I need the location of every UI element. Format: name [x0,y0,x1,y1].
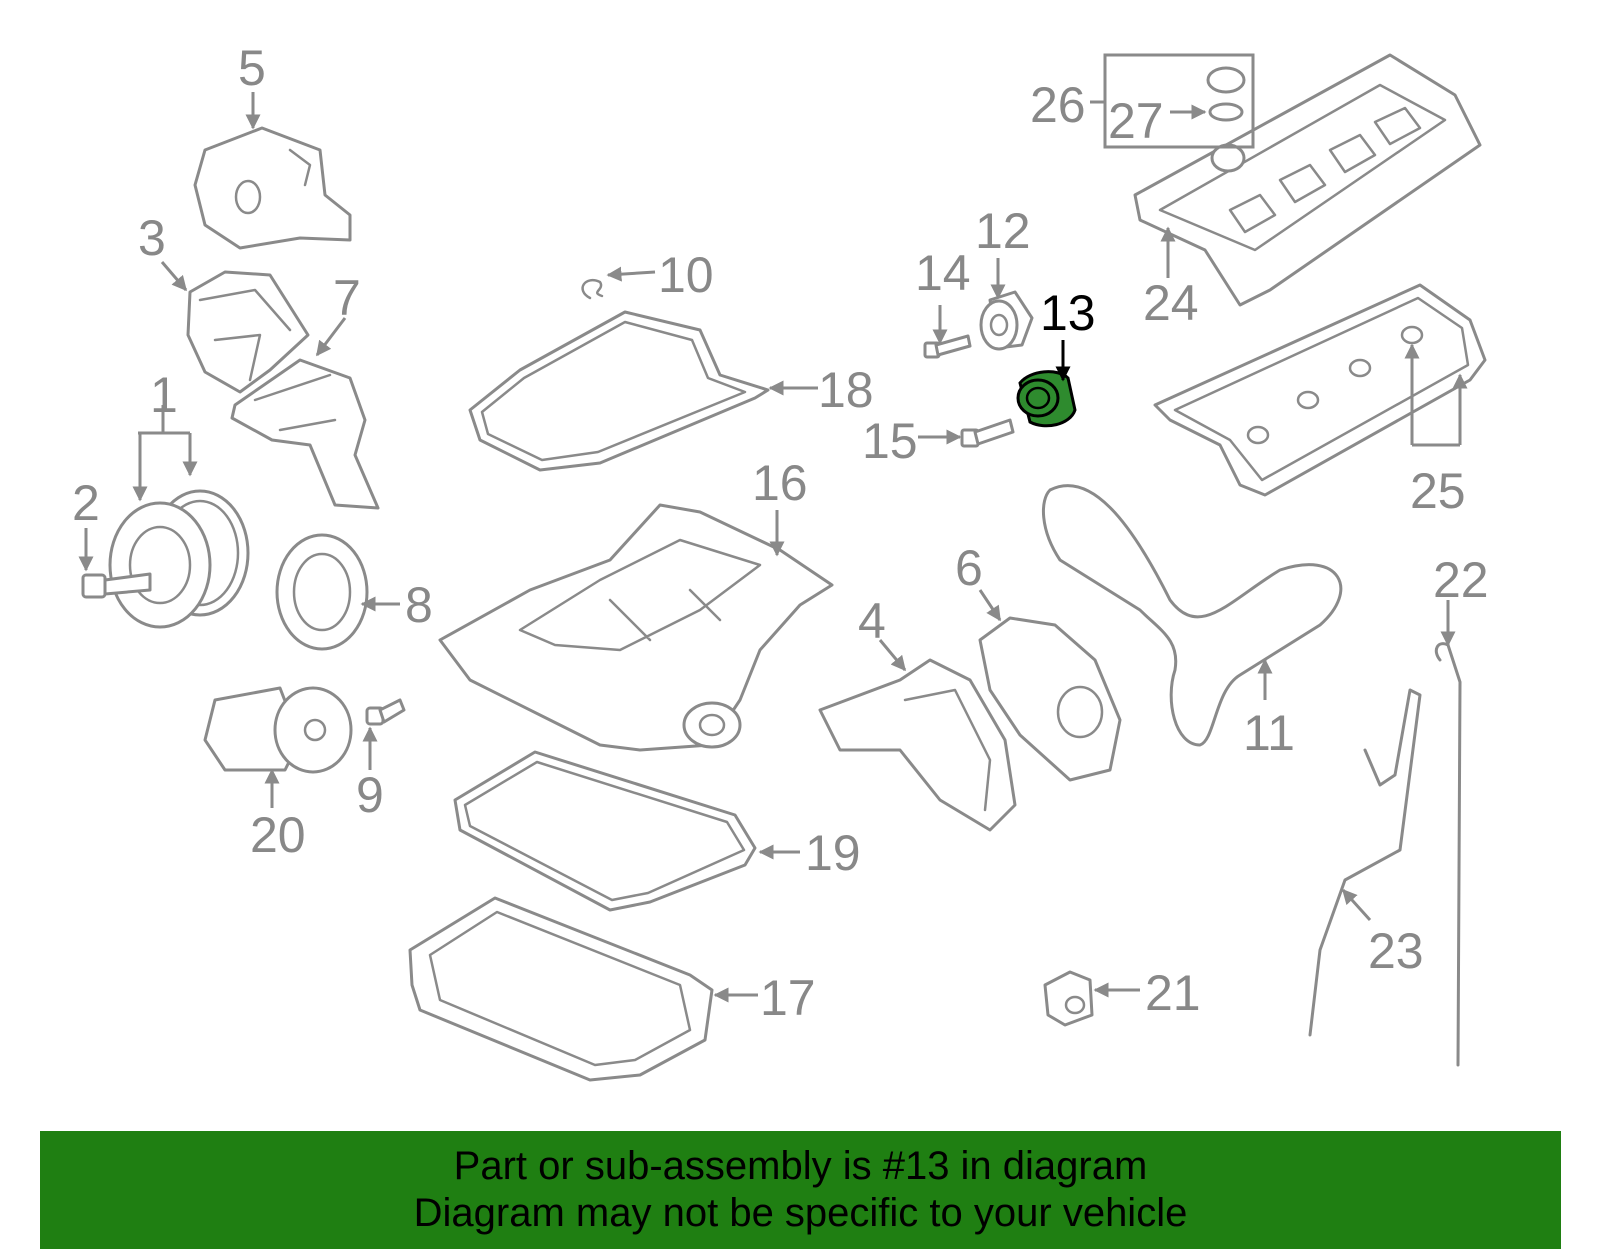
part-3-cover [186,270,310,394]
callout-27: 27 [1108,93,1164,149]
part-9-bolt [365,698,406,726]
callout-19: 19 [805,825,861,881]
callout-21: 21 [1145,965,1201,1021]
part-13-highlighted [1016,370,1077,428]
banner-line-1: Part or sub-assembly is #13 in diagram [453,1144,1148,1188]
part-12-idler [979,290,1034,351]
callout-9: 9 [356,767,384,823]
part-21-sensor [1043,970,1094,1027]
callout-3: 3 [138,210,166,266]
part-11-timing-belt [1041,484,1343,747]
part-22-dipstick [1434,642,1462,1067]
callout-4: 4 [858,593,886,649]
part-14-bolt [923,334,972,359]
part-4-cover [818,658,1017,832]
part-7-inner-cover [230,358,380,510]
callout-23: 23 [1368,923,1424,979]
callout-25: 25 [1410,463,1466,519]
callout-2: 2 [72,475,100,531]
callout-10: 10 [658,247,714,303]
part-19-gasket [453,750,757,912]
part-10-clip [581,279,604,300]
callout-15: 15 [862,413,918,469]
part-1-pulley [108,489,250,629]
part-8-sprocket [275,533,369,651]
parts-diagram: 5 3 7 1 2 8 20 9 10 18 16 19 17 14 12 13… [72,40,1489,1082]
callout-labels: 5 3 7 1 2 8 20 9 10 18 16 19 17 14 12 13… [72,40,1489,1026]
part-6-cover [978,616,1122,782]
callout-11: 11 [1243,705,1295,761]
callout-1: 1 [150,367,178,423]
part-20-oil-filter [203,686,353,774]
part-15-bolt [960,418,1015,448]
callout-12: 12 [975,203,1031,259]
callout-26: 26 [1030,77,1086,133]
banner-line-2: Diagram may not be specific to your vehi… [413,1191,1188,1235]
part-5-timing-cover [193,126,352,250]
part-16-oil-pan-upper [438,503,834,752]
callout-14: 14 [915,245,971,301]
callout-22: 22 [1433,552,1489,608]
callout-5: 5 [238,40,266,96]
info-banner: Part or sub-assembly is #13 in diagram D… [40,1131,1561,1249]
callout-13: 13 [1040,285,1096,341]
callout-16: 16 [752,455,808,511]
callout-17: 17 [760,970,816,1026]
callout-24: 24 [1143,275,1199,331]
part-17-oil-pan [408,896,714,1082]
callout-7: 7 [333,270,361,326]
callout-8: 8 [405,577,433,633]
part-2-bolt [81,572,152,599]
part-18-gasket [468,310,770,472]
leader-lines [78,92,1468,1003]
part-24-valve-cover [1133,53,1482,307]
part-25-valve-gasket [1153,283,1487,497]
callout-6: 6 [955,540,983,596]
part-23-tube [1308,688,1422,1037]
callout-18: 18 [818,362,874,418]
callout-20: 20 [250,807,306,863]
